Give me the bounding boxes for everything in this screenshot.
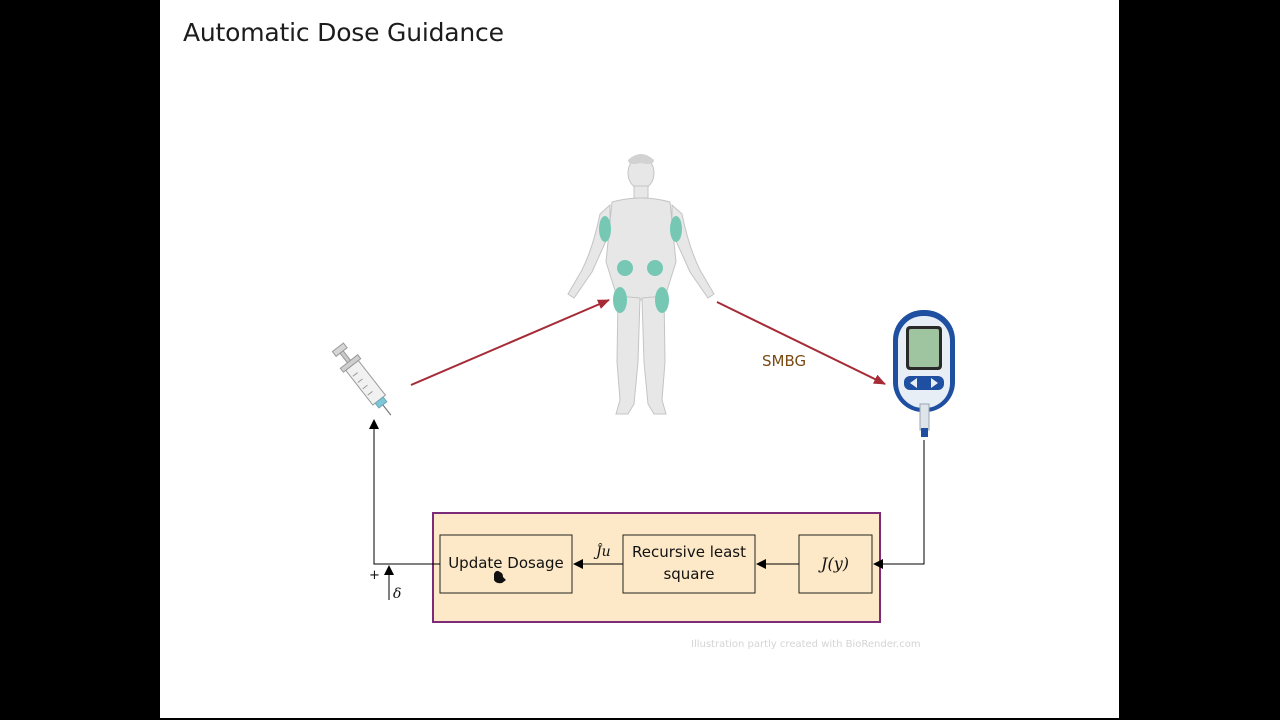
arrow-update-to-syringe xyxy=(369,419,440,565)
glucose-meter-icon xyxy=(893,310,955,437)
biorender-credit: Illustration partly created with BioRend… xyxy=(691,639,921,650)
slide: Automatic Dose Guidance xyxy=(160,0,1119,718)
dose-guidance-diagram: SMBG Update Dosage Recursive least squar… xyxy=(331,154,955,623)
hand-cursor-icon xyxy=(494,570,506,584)
update-dosage-label: Update Dosage xyxy=(448,554,564,572)
cost-label: J(y) xyxy=(818,554,849,573)
arrow-meter-to-cost xyxy=(873,440,925,569)
controller-box xyxy=(432,512,881,623)
human-body-icon xyxy=(567,154,715,415)
arrow-syringe-to-body xyxy=(410,299,610,386)
rls-label-line2: square xyxy=(663,565,714,583)
ju-signal-label: Ĵu xyxy=(593,542,611,560)
slide-title: Automatic Dose Guidance xyxy=(183,18,504,47)
sum-plus-sign: + xyxy=(369,568,380,583)
arrow-body-to-meter xyxy=(716,301,886,385)
delta-label: δ xyxy=(393,586,401,602)
rls-label-line1: Recursive least xyxy=(632,543,746,561)
syringe-icon xyxy=(331,342,392,416)
smbg-label: SMBG xyxy=(762,352,806,370)
